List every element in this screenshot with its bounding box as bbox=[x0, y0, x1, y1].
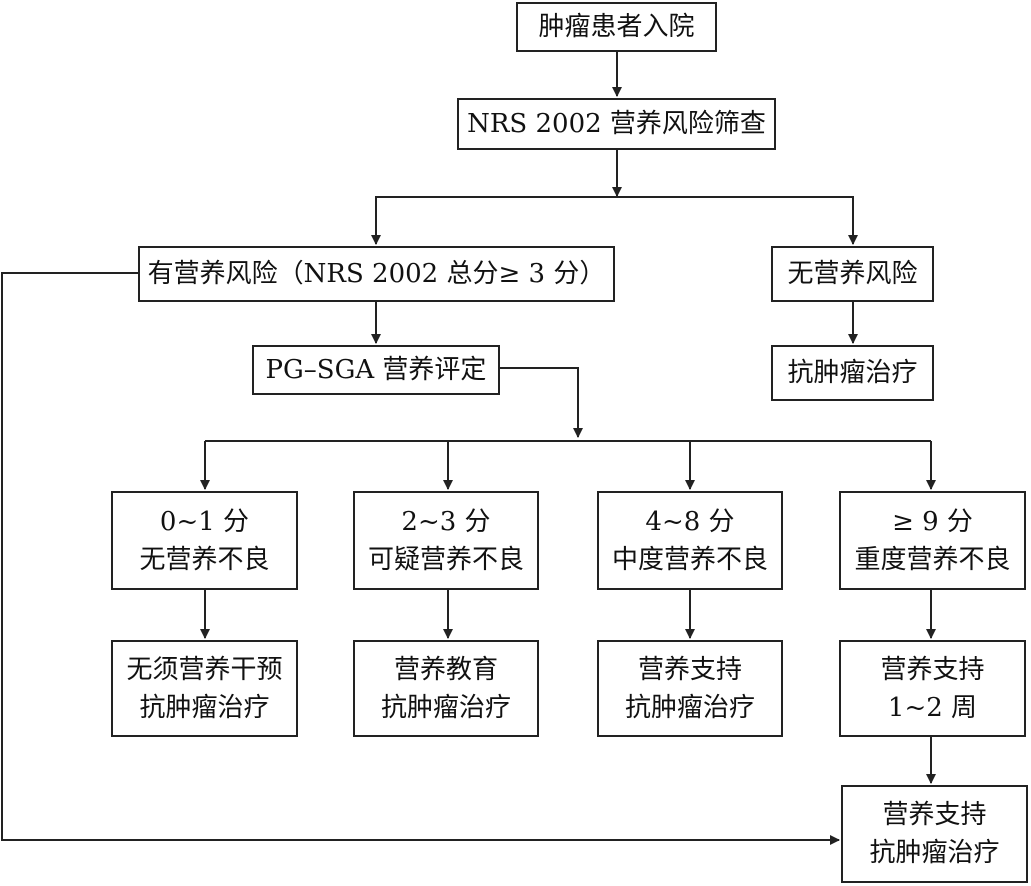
node-score-4-8: 4~8 分 中度营养不良 bbox=[597, 491, 783, 590]
edge-risk-yes-final-loop bbox=[1, 272, 840, 845]
node-action-4-8-line-1: 营养支持 bbox=[637, 654, 742, 685]
node-action-0-1: 无须营养干预 抗肿瘤治疗 bbox=[111, 640, 298, 737]
edge-split-risk-yes bbox=[375, 196, 858, 245]
node-admission-line-1: 肿瘤患者入院 bbox=[538, 12, 695, 42]
node-action-0-1-line-1: 无须营养干预 bbox=[126, 654, 283, 685]
node-risk-no: 无营养风险 bbox=[771, 246, 934, 302]
node-action-4-8-line-2: 抗肿瘤治疗 bbox=[624, 692, 755, 723]
node-action-2-3: 营养教育 抗肿瘤治疗 bbox=[353, 640, 539, 737]
node-action-9: 营养支持 1~2 周 bbox=[839, 640, 1026, 737]
node-action-9-line-2: 1~2 周 bbox=[887, 692, 978, 723]
node-score-2-3-line-2: 可疑营养不良 bbox=[367, 544, 524, 575]
node-final-line-2: 抗肿瘤治疗 bbox=[869, 838, 1000, 868]
node-screening: NRS 2002 营养风险筛查 bbox=[457, 98, 776, 150]
node-score-4-8-line-1: 4~8 分 bbox=[645, 506, 735, 537]
node-action-2-3-line-2: 抗肿瘤治疗 bbox=[380, 692, 511, 723]
node-final: 营养支持 抗肿瘤治疗 bbox=[841, 785, 1028, 883]
edge-pgsga-split bbox=[500, 367, 583, 438]
node-score-2-3-line-1: 2~3 分 bbox=[401, 506, 491, 537]
node-no-risk-treatment-line-1: 抗肿瘤治疗 bbox=[787, 358, 918, 388]
node-pgsga: PG–SGA 营养评定 bbox=[252, 345, 500, 395]
node-action-2-3-line-1: 营养教育 bbox=[393, 654, 498, 685]
node-score-9-line-2: 重度营养不良 bbox=[854, 544, 1011, 575]
node-pgsga-line-1: PG–SGA 营养评定 bbox=[265, 355, 487, 385]
node-score-2-3: 2~3 分 可疑营养不良 bbox=[353, 491, 539, 590]
node-final-line-1: 营养支持 bbox=[882, 800, 987, 830]
node-score-0-1-line-1: 0~1 分 bbox=[159, 506, 250, 537]
node-score-9-line-1: ≥ 9 分 bbox=[892, 506, 973, 537]
node-score-4-8-line-2: 中度营养不良 bbox=[611, 544, 768, 575]
node-action-4-8: 营养支持 抗肿瘤治疗 bbox=[597, 640, 783, 737]
node-action-0-1-line-2: 抗肿瘤治疗 bbox=[139, 692, 270, 723]
node-score-9: ≥ 9 分 重度营养不良 bbox=[839, 491, 1026, 590]
node-risk-yes-line-1: 有营养风险（NRS 2002 总分≥ 3 分） bbox=[147, 259, 606, 289]
node-no-risk-treatment: 抗肿瘤治疗 bbox=[771, 345, 934, 401]
node-admission: 肿瘤患者入院 bbox=[516, 2, 717, 52]
node-action-9-line-1: 营养支持 bbox=[880, 654, 985, 685]
node-risk-yes: 有营养风险（NRS 2002 总分≥ 3 分） bbox=[138, 246, 615, 302]
node-score-0-1: 0~1 分 无营养不良 bbox=[111, 491, 298, 590]
node-screening-line-1: NRS 2002 营养风险筛查 bbox=[467, 109, 766, 139]
node-score-0-1-line-2: 无营养不良 bbox=[139, 544, 270, 575]
node-risk-no-line-1: 无营养风险 bbox=[787, 259, 918, 289]
